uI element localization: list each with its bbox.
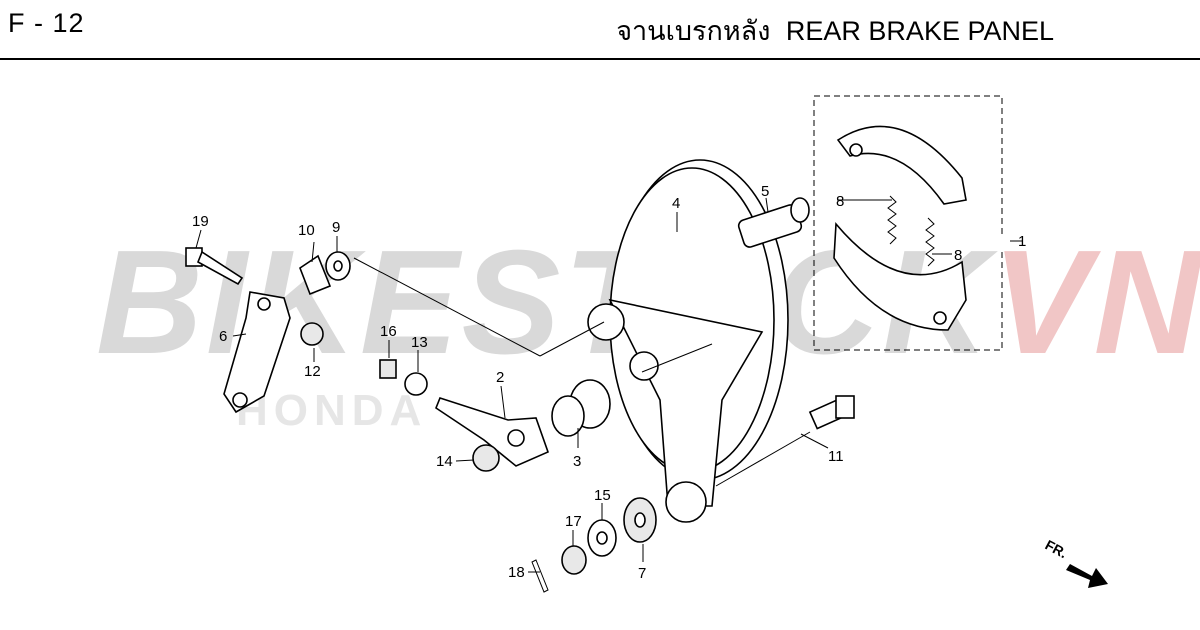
watermark-manufacturer: HONDA (236, 386, 428, 435)
part-8-shoe-springs[interactable] (887, 195, 935, 267)
page-title-thai: จานเบรกหลัง (616, 16, 771, 46)
part-18-cotter-pin[interactable] (531, 559, 549, 593)
leader-lines (195, 197, 1022, 573)
part-11-bolt[interactable] (808, 395, 855, 430)
front-direction-arrow-icon (1066, 564, 1108, 588)
callout-12: 12 (304, 363, 321, 380)
callout-19: 19 (192, 213, 209, 230)
part-10-wear-indicator-plate[interactable] (299, 254, 332, 296)
part-1-brake-shoe-set[interactable] (833, 125, 967, 331)
part-19-bolt[interactable] (185, 247, 244, 286)
page-code: F - 12 (8, 8, 85, 38)
page-title: จานเบรกหลัง REAR BRAKE PANEL (608, 9, 1054, 52)
callout-9: 9 (332, 219, 340, 236)
callout-11: 11 (828, 448, 844, 465)
part-7-washer[interactable] (623, 497, 657, 543)
part-12-nut[interactable] (300, 322, 324, 346)
callout-8-lower: 8 (954, 247, 962, 264)
callout-15: 15 (594, 487, 611, 504)
part-15-washer[interactable] (587, 519, 617, 557)
part-6-brake-arm[interactable] (223, 291, 291, 414)
watermark-brand-accent: VN (991, 220, 1200, 385)
callout-8-upper: 8 (836, 193, 844, 210)
callout-6: 6 (219, 328, 227, 345)
part-4-brake-panel[interactable] (587, 159, 789, 523)
callout-14: 14 (436, 453, 453, 470)
callout-13: 13 (411, 334, 428, 351)
callout-18: 18 (508, 564, 525, 581)
part-callouts: 1 2 3 4 5 7 6 8 8 9 10 11 12 13 14 15 16… (192, 183, 1026, 582)
callout-16: 16 (380, 323, 397, 340)
page-header: F - 12 จานเบรกหลัง REAR BRAKE PANEL (0, 0, 1200, 60)
part-14-nut[interactable] (472, 444, 500, 472)
callout-5: 5 (761, 183, 769, 200)
callout-1: 1 (1018, 233, 1026, 250)
front-direction-label: FR. (1043, 537, 1070, 562)
part-3-collar[interactable] (551, 379, 611, 437)
callout-4: 4 (672, 195, 680, 212)
callout-17: 17 (565, 513, 582, 530)
part-16-nut[interactable] (379, 359, 397, 379)
part-17-nut[interactable] (561, 545, 587, 575)
part-13-nut[interactable] (404, 372, 428, 396)
callout-10: 10 (298, 222, 315, 239)
part-9-washer[interactable] (325, 251, 351, 281)
part-2-stopper-arm[interactable] (435, 397, 550, 467)
shoe-set-bracket (813, 95, 1003, 351)
callout-7: 7 (638, 565, 646, 582)
part-5-brake-cam[interactable] (737, 197, 810, 249)
callout-3: 3 (573, 453, 581, 470)
callout-2: 2 (496, 369, 504, 386)
page-title-english: REAR BRAKE PANEL (785, 16, 1054, 46)
front-direction-indicator: FR. (1043, 537, 1108, 588)
